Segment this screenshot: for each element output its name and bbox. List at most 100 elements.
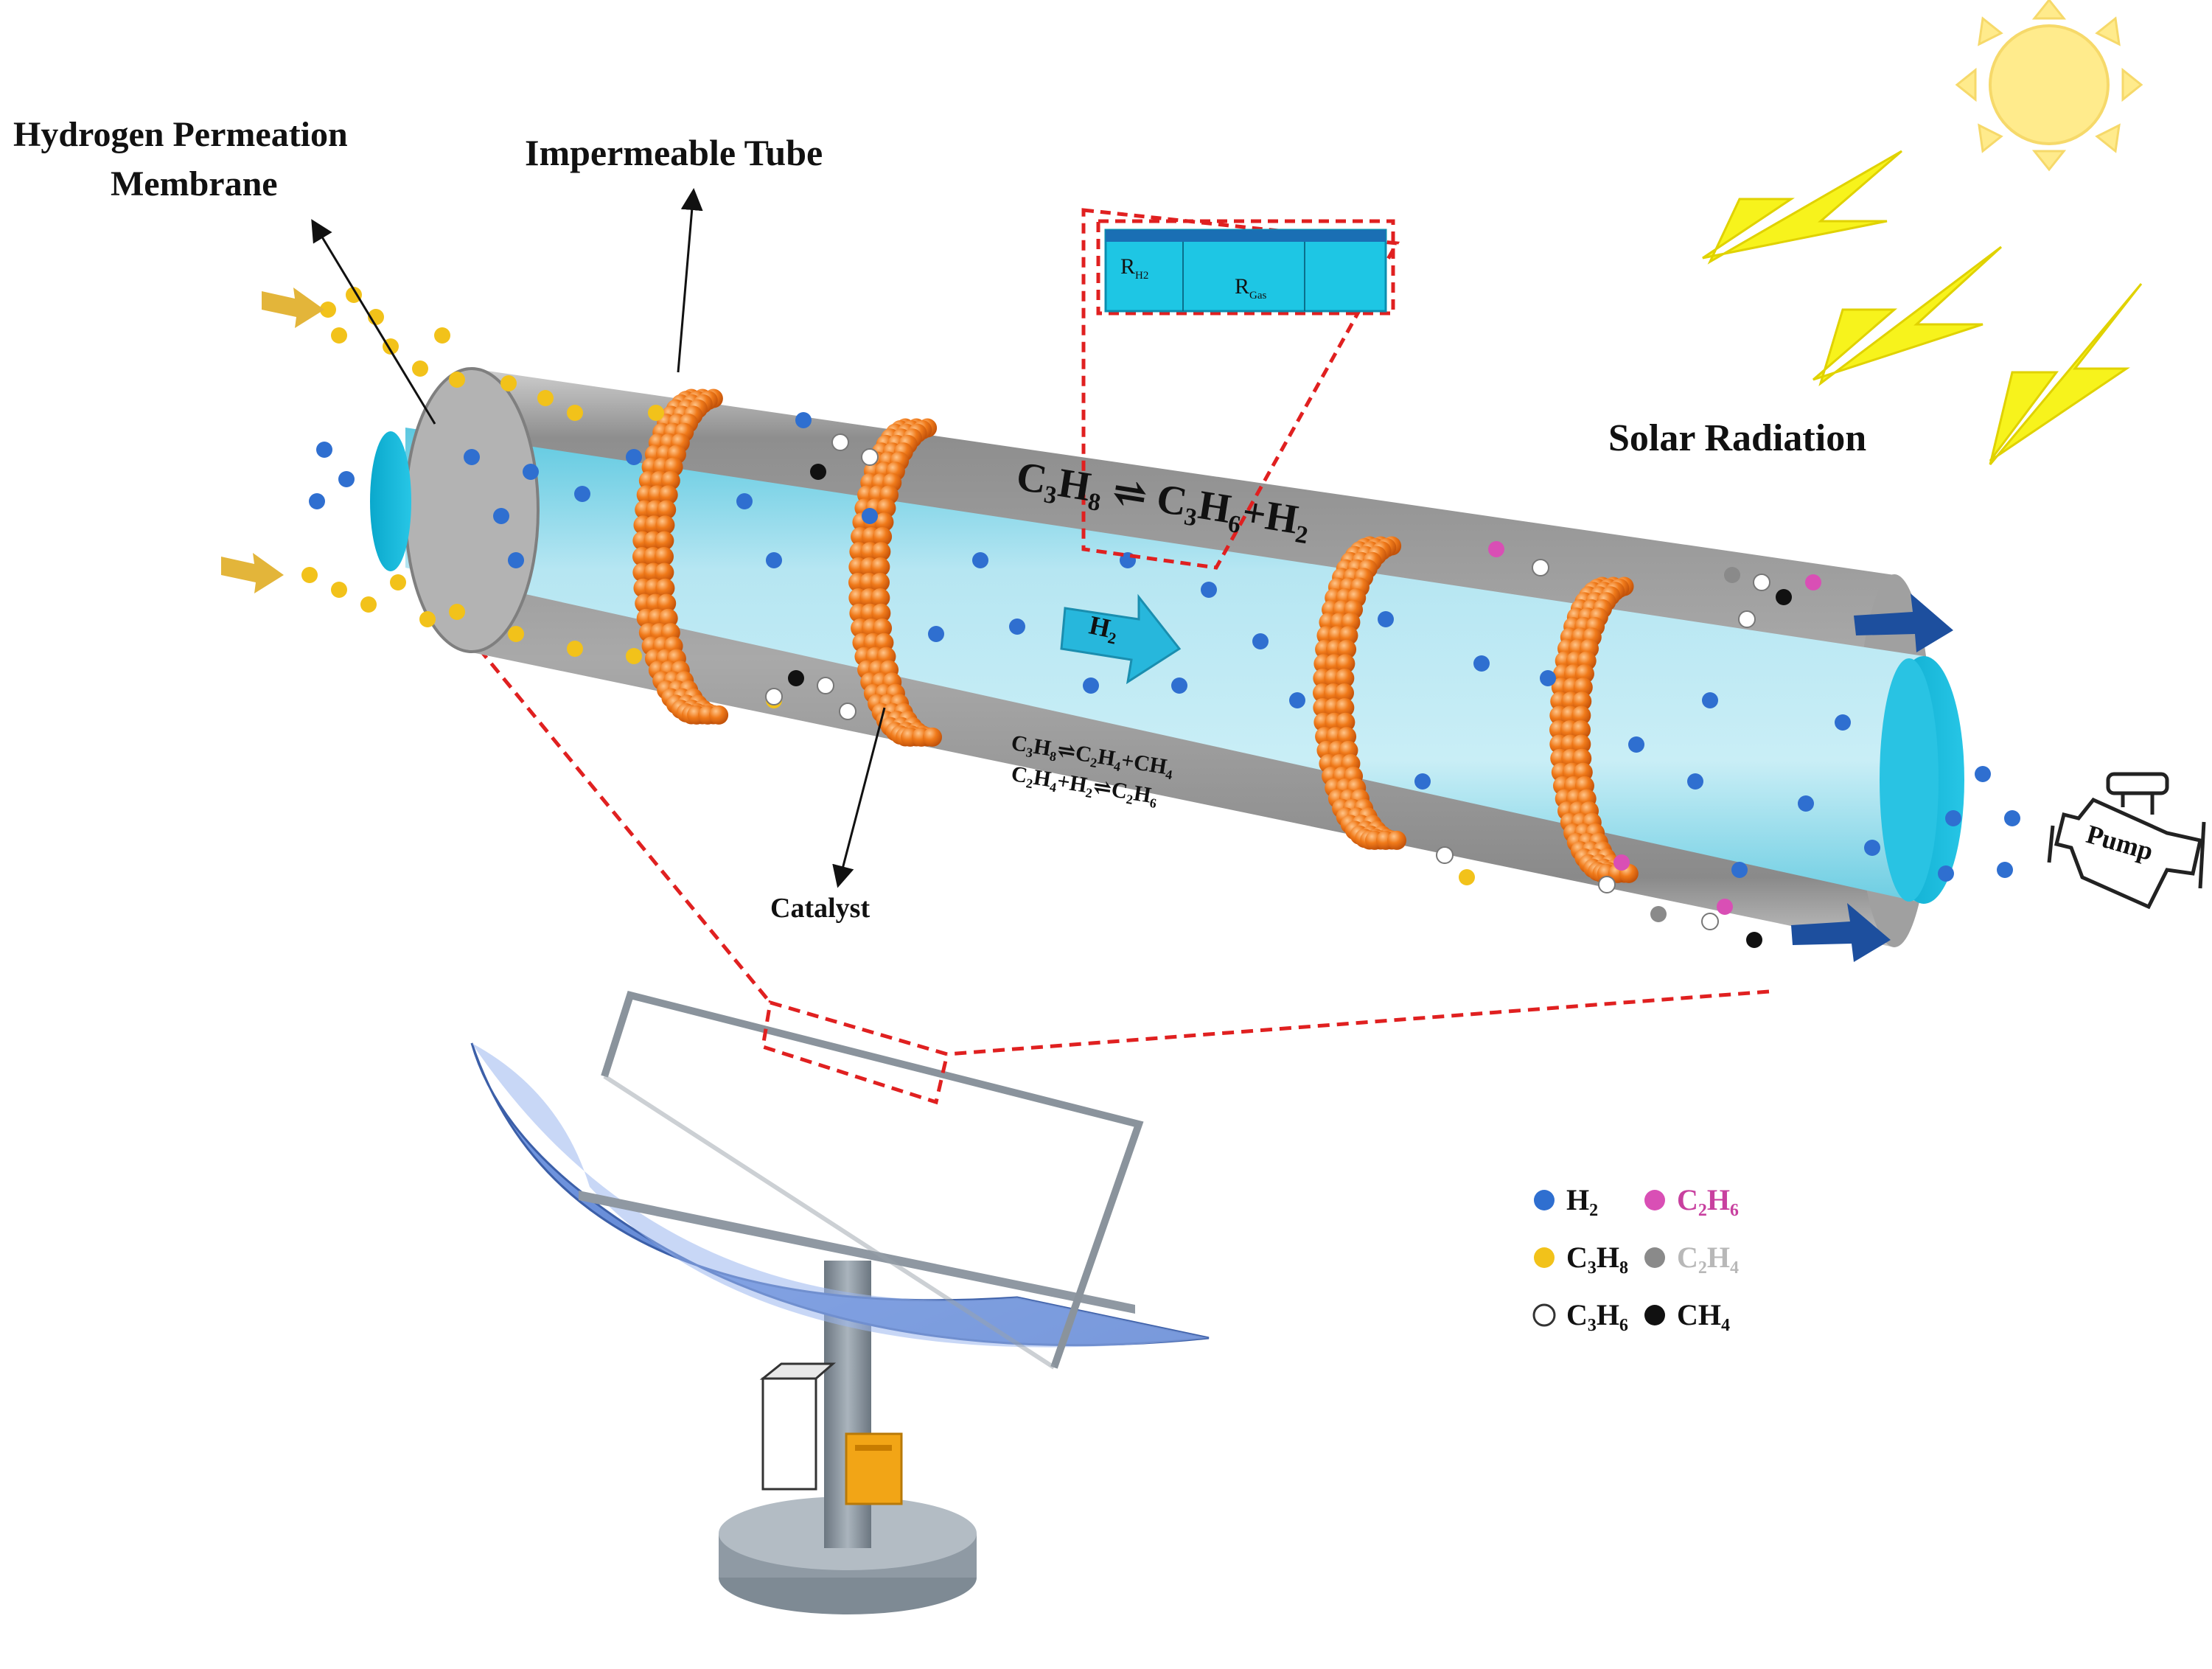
molecule: [1776, 589, 1792, 605]
molecule: [795, 412, 812, 428]
molecule: [1613, 854, 1630, 871]
molecule: [1975, 766, 1991, 782]
molecule: [862, 508, 878, 524]
molecule: [1540, 670, 1556, 686]
legend-swatch: [1644, 1305, 1665, 1325]
label-solar-radiation: Solar Radiation: [1608, 417, 1867, 459]
pump-icon: [2047, 772, 2206, 910]
catalyst-particle: [657, 500, 677, 520]
molecule: [412, 360, 428, 377]
molecule: [1864, 840, 1880, 856]
molecule: [316, 442, 332, 458]
molecule: [928, 626, 944, 642]
catalyst-particle: [1335, 683, 1354, 703]
molecule: [788, 670, 804, 686]
molecule: [1252, 633, 1269, 649]
molecule: [434, 327, 450, 344]
molecule: [1702, 692, 1718, 708]
molecule: [1701, 913, 1719, 930]
molecule: [493, 508, 509, 524]
molecule: [419, 611, 436, 627]
solar-collector: [470, 990, 1210, 1614]
label-hydrogen-membrane-line1: Hydrogen Permeation: [13, 115, 348, 154]
label-hydrogen-membrane-line2: Membrane: [111, 164, 278, 203]
catalyst-particle: [657, 593, 677, 613]
catalyst-particle: [1571, 734, 1591, 754]
molecule: [626, 648, 642, 664]
molecule: [817, 677, 834, 694]
arrow-icon: [1060, 593, 1182, 685]
control-box: [759, 1362, 903, 1505]
molecule: [1938, 865, 1954, 882]
molecule: [1753, 574, 1770, 591]
molecule: [1598, 876, 1616, 893]
catalyst-particle: [871, 573, 890, 592]
legend-swatch: [1644, 1190, 1665, 1210]
catalyst-particle: [655, 515, 675, 535]
membrane-end-cap: [1880, 658, 1939, 902]
molecule: [1532, 559, 1549, 576]
inset-r-h2: RH2: [1120, 254, 1149, 282]
catalyst-particle: [874, 512, 894, 532]
molecules: [301, 287, 2020, 948]
catalyst-particle: [1572, 691, 1592, 711]
molecule: [648, 405, 664, 421]
molecule: [301, 567, 318, 583]
catalyst-particle: [1571, 720, 1591, 739]
molecule: [449, 372, 465, 388]
catalyst-particle: [1336, 712, 1356, 732]
catalyst-particle: [709, 705, 729, 725]
molecule: [331, 582, 347, 598]
molecule: [1436, 846, 1454, 864]
molecule: [1731, 862, 1748, 878]
label-impermeable-tube: Impermeable Tube: [525, 132, 823, 173]
molecule: [1628, 736, 1644, 753]
molecule: [736, 493, 753, 509]
molecule: [1378, 611, 1394, 627]
catalyst-particle: [1336, 654, 1356, 674]
molecule: [1687, 773, 1703, 790]
catalyst-particle: [1387, 830, 1407, 850]
molecule: [1724, 567, 1740, 583]
lightning-bolt-icon: [1702, 150, 2143, 465]
molecule: [567, 641, 583, 657]
molecule: [1717, 899, 1733, 915]
catalyst-particle: [1571, 705, 1591, 725]
molecule: [1650, 906, 1667, 922]
catalyst-particle: [655, 531, 674, 551]
inset-r-gas: RGas: [1235, 274, 1267, 302]
legend-label: C₂H₆: [1677, 1183, 1739, 1216]
molecule: [360, 596, 377, 613]
catalyst-particle: [655, 578, 675, 598]
molecule: [1459, 869, 1475, 885]
molecule: [449, 604, 465, 620]
molecule: [972, 552, 988, 568]
molecule: [320, 302, 336, 318]
molecule: [766, 552, 782, 568]
catalyst-particle: [871, 588, 890, 607]
molecule: [1171, 677, 1187, 694]
legend-swatch: [1534, 1247, 1555, 1268]
legend-label: C₂H₄: [1677, 1241, 1739, 1274]
molecule: [839, 703, 856, 720]
catalyst-rings: [632, 388, 1639, 883]
legend-label: C₃H₈: [1566, 1241, 1628, 1274]
catalyst-particle: [658, 608, 678, 628]
legend-swatch: [1534, 1190, 1555, 1210]
molecule: [464, 449, 480, 465]
molecule: [1835, 714, 1851, 731]
catalyst-particle: [655, 547, 674, 566]
legend: [1532, 1190, 1665, 1327]
molecule: [1945, 810, 1961, 826]
molecule: [2004, 810, 2020, 826]
legend-label: H₂: [1566, 1183, 1599, 1216]
molecule: [574, 486, 590, 502]
molecule: [861, 448, 879, 466]
molecule: [1414, 773, 1431, 790]
molecule: [338, 471, 355, 487]
molecule: [1488, 541, 1504, 557]
catalyst-particle: [923, 727, 943, 747]
membrane-inset: [1081, 208, 1400, 570]
molecule: [508, 626, 524, 642]
